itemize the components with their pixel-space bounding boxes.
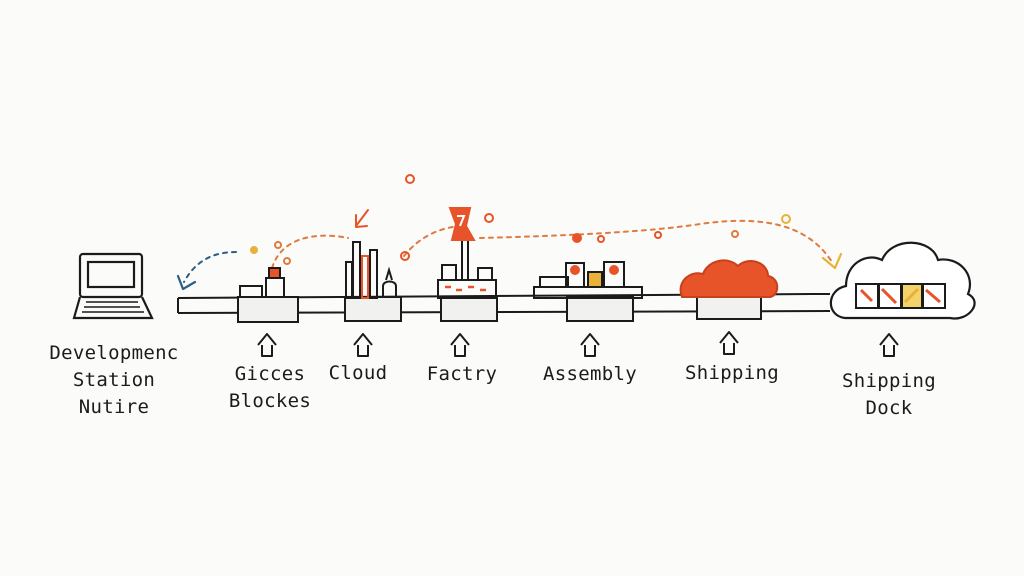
label-line: Cloud [328, 362, 388, 384]
assembly-icon [533, 261, 643, 299]
label-line: Assembly [543, 363, 637, 385]
belt-segments [237, 293, 762, 323]
label-line: Shipping [685, 362, 779, 384]
label-line: Developmenc [49, 342, 179, 364]
blocks-icon [239, 267, 285, 298]
flow-arrowhead [821, 252, 843, 270]
label-line: Gicces [234, 363, 306, 385]
orange-cloud-icon [679, 259, 779, 298]
station-label-development: Developmenc Station Nutire [48, 340, 180, 421]
return-arrow [176, 251, 237, 291]
up-arrow-icon [719, 331, 739, 355]
small-arrow [355, 209, 369, 228]
flow-path [271, 219, 833, 269]
up-arrow-icon [450, 333, 470, 357]
up-arrow-icon [257, 333, 277, 357]
station-label-blocks: Gicces Blockes [222, 361, 318, 415]
up-arrows [257, 331, 899, 357]
cloud-tower-icon [345, 241, 397, 299]
label-line: Nutire [78, 396, 150, 418]
factory-icon [437, 207, 497, 299]
station-label-cloud: Cloud [318, 360, 398, 387]
label-line: Factry [426, 363, 498, 385]
laptop-icon [72, 252, 154, 320]
station-label-factory: Factry [414, 361, 510, 388]
flow-dots [250, 174, 791, 265]
label-line: Shipping [842, 370, 936, 392]
label-line: Blockes [228, 390, 312, 412]
label-line: Station [72, 369, 156, 391]
station-label-dock: Shipping Dock [834, 368, 944, 422]
station-label-assembly: Assembly [538, 361, 642, 388]
label-line: Dock [865, 397, 913, 419]
up-arrow-icon [580, 333, 600, 357]
up-arrow-icon [879, 333, 899, 357]
dock-boxes [855, 283, 946, 309]
up-arrow-icon [353, 333, 373, 357]
station-label-shipping: Shipping [680, 360, 784, 387]
